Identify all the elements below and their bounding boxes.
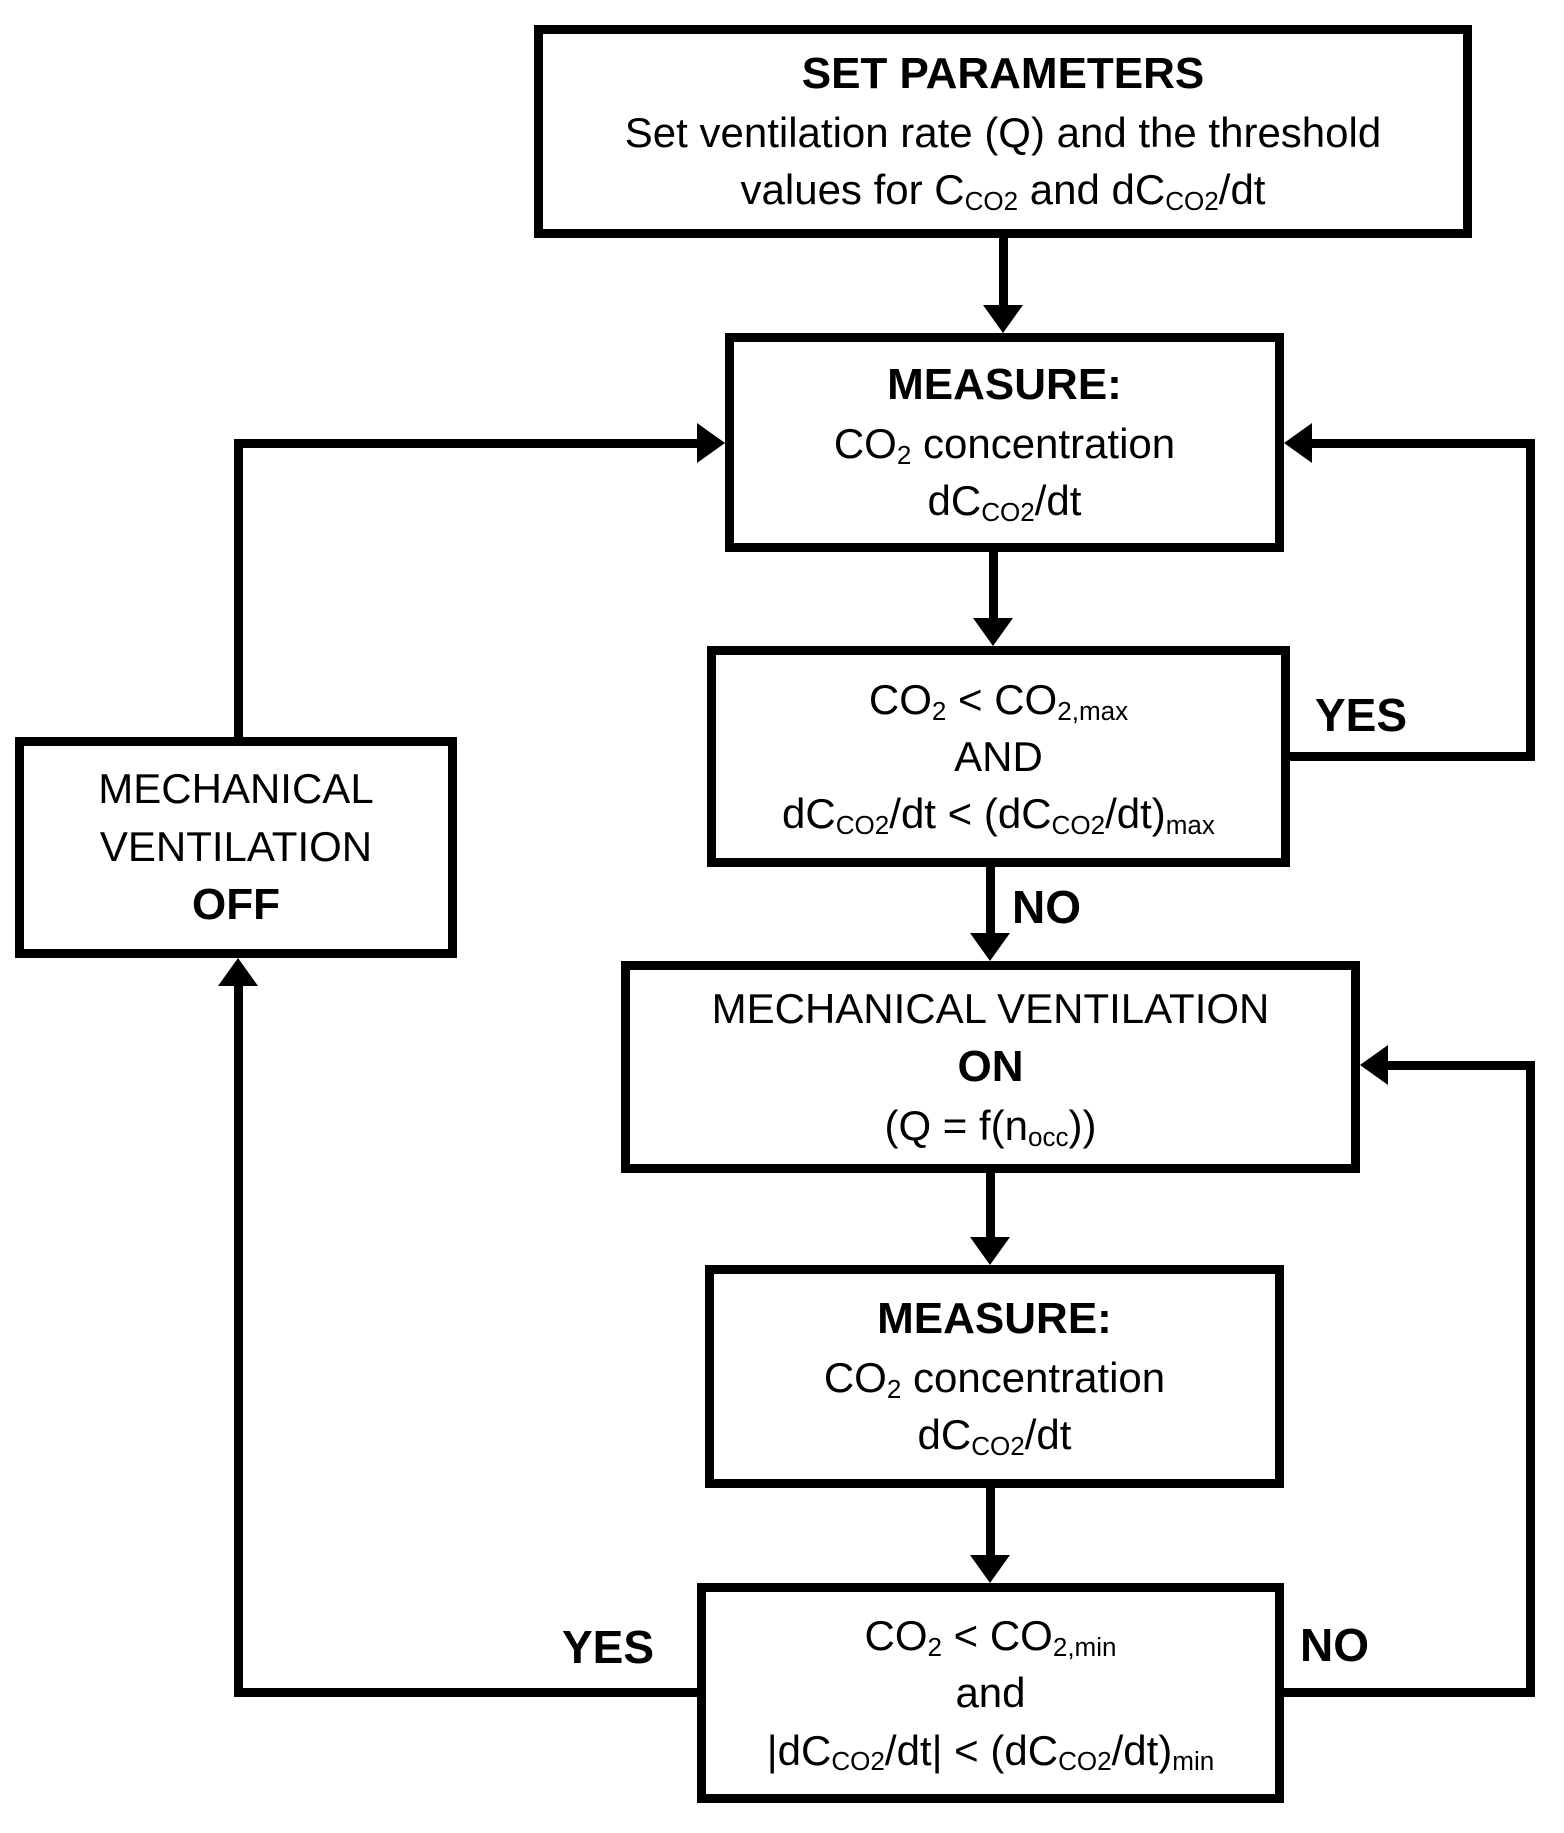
connector-setparams-to-measure [999,238,1008,306]
measure-bottom-title: MEASURE: [877,1294,1112,1344]
edge-label-no-decision-min: NO [1300,1619,1369,1671]
connector-on-to-measure-bottom [986,1173,995,1238]
arrowhead-down-into-decision-min [970,1555,1010,1583]
arrowhead-down-into-ventilation-on [970,933,1010,961]
connector-no-loop-into-on [1388,1061,1535,1070]
ventilation-off-line: VENTILATION [99,822,373,870]
connector-decision-min-no-out [1284,1688,1535,1697]
set-parameters-line: Set ventilation rate (Q) and the thresho… [624,109,1382,157]
box-ventilation-on: MECHANICAL VENTILATION ON (Q = f(nocc)) [621,961,1360,1173]
edge-label-yes-decision-max: YES [1315,689,1408,741]
decision-max-line: dCCO2/dt < (dCCO2/dt)max [782,790,1215,840]
measure-bottom-line: CO2 concentration [823,1354,1166,1405]
set-parameters-title: SET PARAMETERS [801,49,1205,99]
box-decision-co2-min: CO2 < CO2,min and |dCCO2/dt| < (dCCO2/dt… [697,1583,1284,1803]
decision-min-line: and [955,1669,1026,1717]
edge-label-yes-decision-min: YES [562,1621,655,1673]
arrowhead-down-into-measure-top [983,305,1023,333]
connector-yes-min-vertical [234,986,243,1697]
measure-top-line: CO2 concentration [833,420,1176,471]
connector-measure-to-decision-max [989,552,998,619]
connector-decision-max-yes-out [1290,752,1535,761]
measure-top-line: dCCO2/dt [927,477,1082,528]
arrowhead-up-into-ventilation-off [218,958,258,986]
connector-yes-loop-vertical [1526,439,1535,761]
box-set-parameters: SET PARAMETERS Set ventilation rate (Q) … [534,25,1472,238]
decision-min-line: |dCCO2/dt| < (dCCO2/dt)min [766,1726,1215,1777]
connector-yes-loop-into-measure [1312,439,1535,448]
decision-max-line: CO2 < CO2,max [868,675,1129,726]
decision-max-line: AND [954,732,1043,780]
arrowhead-down-into-measure-bottom [970,1237,1010,1265]
box-measure-bottom: MEASURE: CO2 concentration dCCO2/dt [705,1265,1284,1488]
ventilation-off-state: OFF [192,879,280,929]
set-parameters-line: values for CCO2 and dCCO2/dt [740,166,1266,217]
ventilation-off-line: MECHANICAL [98,765,374,813]
arrowhead-down-into-decision-max [973,618,1013,646]
box-decision-co2-max: CO2 < CO2,max AND dCCO2/dt < (dCCO2/dt)m… [707,646,1290,867]
arrowhead-right-into-measure-top [697,423,725,463]
box-measure-top: MEASURE: CO2 concentration dCCO2/dt [725,333,1284,552]
connector-measure-bottom-to-decision-min [986,1488,995,1556]
ventilation-on-formula: (Q = f(nocc)) [884,1101,1097,1152]
arrowhead-left-into-measure-top [1284,423,1312,463]
connector-off-to-measure-horizontal [234,439,697,448]
decision-min-line: CO2 < CO2,min [864,1612,1117,1663]
connector-decision-max-no-to-on [986,867,995,934]
measure-bottom-line: dCCO2/dt [917,1411,1072,1462]
box-ventilation-off: MECHANICAL VENTILATION OFF [15,737,457,958]
connector-no-loop-vertical [1526,1061,1535,1697]
edge-label-no-decision-max: NO [1012,881,1081,933]
connector-decision-min-yes-out [234,1688,706,1697]
measure-top-title: MEASURE: [887,360,1122,410]
ventilation-on-state: ON [957,1042,1024,1092]
ventilation-on-line: MECHANICAL VENTILATION [711,984,1270,1032]
arrowhead-left-into-ventilation-on [1360,1045,1388,1085]
connector-off-to-measure-vertical [234,439,243,741]
